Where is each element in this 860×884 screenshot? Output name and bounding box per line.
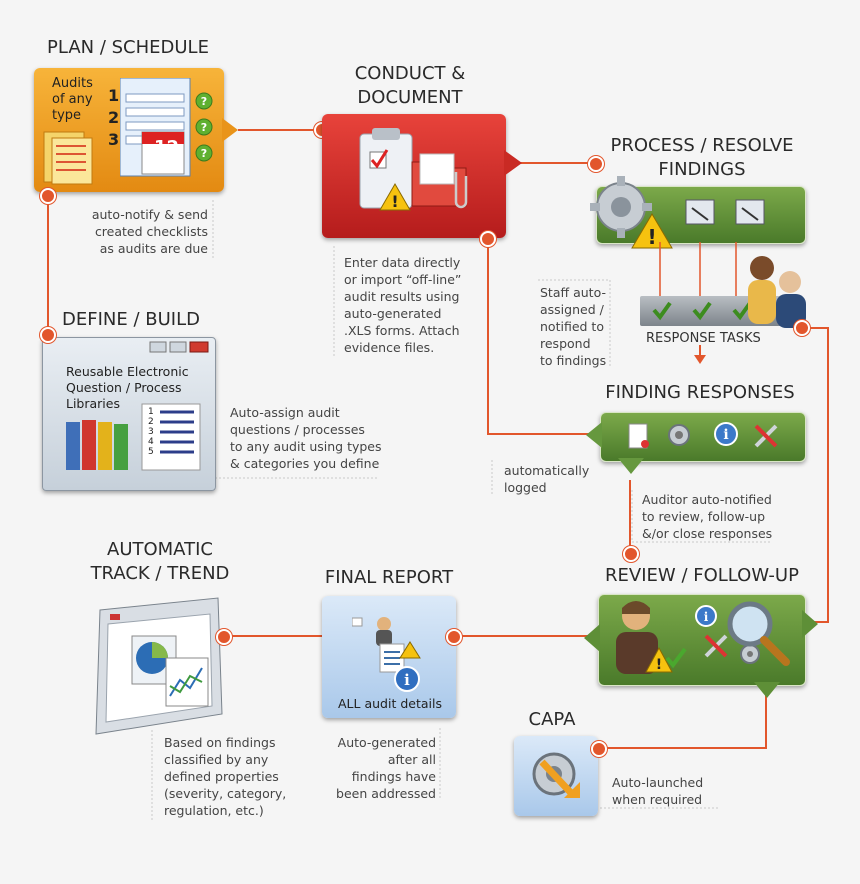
review-arrow-left-icon	[584, 624, 600, 652]
final-info-icon: i	[394, 666, 420, 692]
list-number-3: 3	[148, 427, 154, 437]
svg-text:!: !	[656, 657, 662, 673]
process-warning-icon: !	[631, 213, 673, 249]
process-note: Staff auto- assigned / notified to respo…	[540, 285, 607, 368]
capa-dot-right[interactable]	[591, 741, 607, 757]
folder-icon	[411, 153, 467, 207]
final-note: Auto-generated after all findings have b…	[336, 735, 436, 801]
report-icon	[352, 617, 421, 673]
responses-note-below: Auditor auto-notified to review, follow-…	[642, 492, 773, 541]
magnifier-icon	[727, 601, 790, 666]
gear-icon	[590, 176, 652, 238]
review-title: REVIEW / FOLLOW-UP	[605, 565, 799, 586]
review-arrow-down-icon	[754, 682, 780, 698]
conduct-arrow-icon	[504, 150, 522, 176]
calendar-day: 12	[154, 137, 180, 158]
conduct-title: CONDUCT & DOCUMENT	[354, 63, 466, 108]
plan-note: auto-notify & send created checklists as…	[91, 207, 208, 256]
final-dot-right[interactable]	[446, 629, 462, 645]
list-number-1: 1	[148, 407, 154, 417]
window-icon	[685, 199, 715, 225]
tasks-dot-right[interactable]	[794, 320, 810, 336]
conduct-note: Enter data directly or import “off-line”…	[344, 255, 462, 355]
tools-icon	[754, 424, 778, 448]
window-controls-icon	[149, 341, 209, 353]
conduct-dot-bottom[interactable]	[480, 231, 496, 247]
responses-note-left: automatically logged	[504, 463, 590, 495]
process-drop-lines	[659, 242, 737, 298]
list-number-4: 4	[148, 437, 154, 447]
svg-text:i: i	[704, 610, 709, 624]
info-icon: i	[714, 422, 738, 446]
calendar-icon	[141, 131, 185, 175]
capa-note: Auto-launched when required	[612, 775, 704, 807]
responses-arrow-down-icon	[618, 458, 644, 474]
responses-dot-below[interactable]	[623, 546, 639, 562]
checklist-icon	[43, 131, 93, 185]
chart-icon	[95, 597, 223, 735]
plan-box-text: Audits of any type	[52, 76, 93, 123]
warning-icon: !	[379, 182, 411, 211]
plan-number-3: 3	[108, 130, 120, 149]
plan-dot-bottom[interactable]	[40, 188, 56, 204]
review-warning-icon: !	[645, 646, 673, 673]
plan-title: PLAN / SCHEDULE	[47, 37, 209, 58]
responses-arrow-left-icon	[586, 422, 602, 448]
review-arrow-right-icon	[802, 610, 818, 638]
svg-text:i: i	[404, 671, 410, 689]
track-title: AUTOMATIC TRACK / TREND	[90, 539, 230, 584]
connector-review-capa	[598, 688, 767, 749]
connector-tasks-review	[800, 327, 829, 623]
window-icon-2	[735, 199, 765, 225]
conduct-dot-right[interactable]	[588, 156, 604, 172]
review-person-icon	[616, 601, 658, 674]
review-info-icon: i	[695, 605, 717, 627]
document-icon	[628, 423, 649, 449]
process-title: PROCESS / RESOLVE FINDINGS	[610, 135, 794, 180]
responses-title: FINDING RESPONSES	[605, 382, 795, 403]
plan-number-2: 2	[108, 108, 120, 127]
plan-arrow-icon	[222, 118, 238, 142]
check-arrows	[694, 355, 706, 364]
track-dot-right[interactable]	[216, 629, 232, 645]
plan-number-1: 1	[108, 86, 120, 105]
svg-text:!: !	[391, 192, 398, 211]
person-icon	[748, 256, 806, 328]
capa-title: CAPA	[528, 709, 576, 730]
define-box-text: Reusable Electronic Question / Process L…	[66, 364, 189, 411]
review-check-icon	[665, 647, 687, 669]
define-note: Auto-assign audit questions / processes …	[230, 405, 382, 471]
paperclip-icon	[454, 172, 468, 209]
final-title: FINAL REPORT	[324, 567, 454, 588]
check-icon	[652, 301, 752, 321]
svg-text:!: !	[647, 225, 656, 249]
help-icon: ???	[195, 92, 213, 162]
svg-text:?: ?	[201, 147, 207, 160]
binders-icon	[66, 420, 128, 470]
review-tools-icon	[704, 634, 728, 658]
list-document-icon	[141, 403, 201, 471]
capa-gear-icon	[532, 752, 580, 798]
svg-text:i: i	[723, 427, 728, 443]
track-note: Based on findings classified by any defi…	[164, 735, 287, 818]
list-number-5: 5	[148, 447, 154, 457]
svg-text:?: ?	[201, 121, 207, 134]
define-dot-top[interactable]	[40, 327, 56, 343]
response-tasks-label: RESPONSE TASKS	[646, 331, 761, 346]
list-number-2: 2	[148, 417, 154, 427]
responses-gear-icon	[668, 424, 690, 446]
final-box-text: ALL audit details	[338, 696, 442, 711]
define-title: DEFINE / BUILD	[62, 309, 200, 330]
svg-text:?: ?	[201, 95, 207, 108]
